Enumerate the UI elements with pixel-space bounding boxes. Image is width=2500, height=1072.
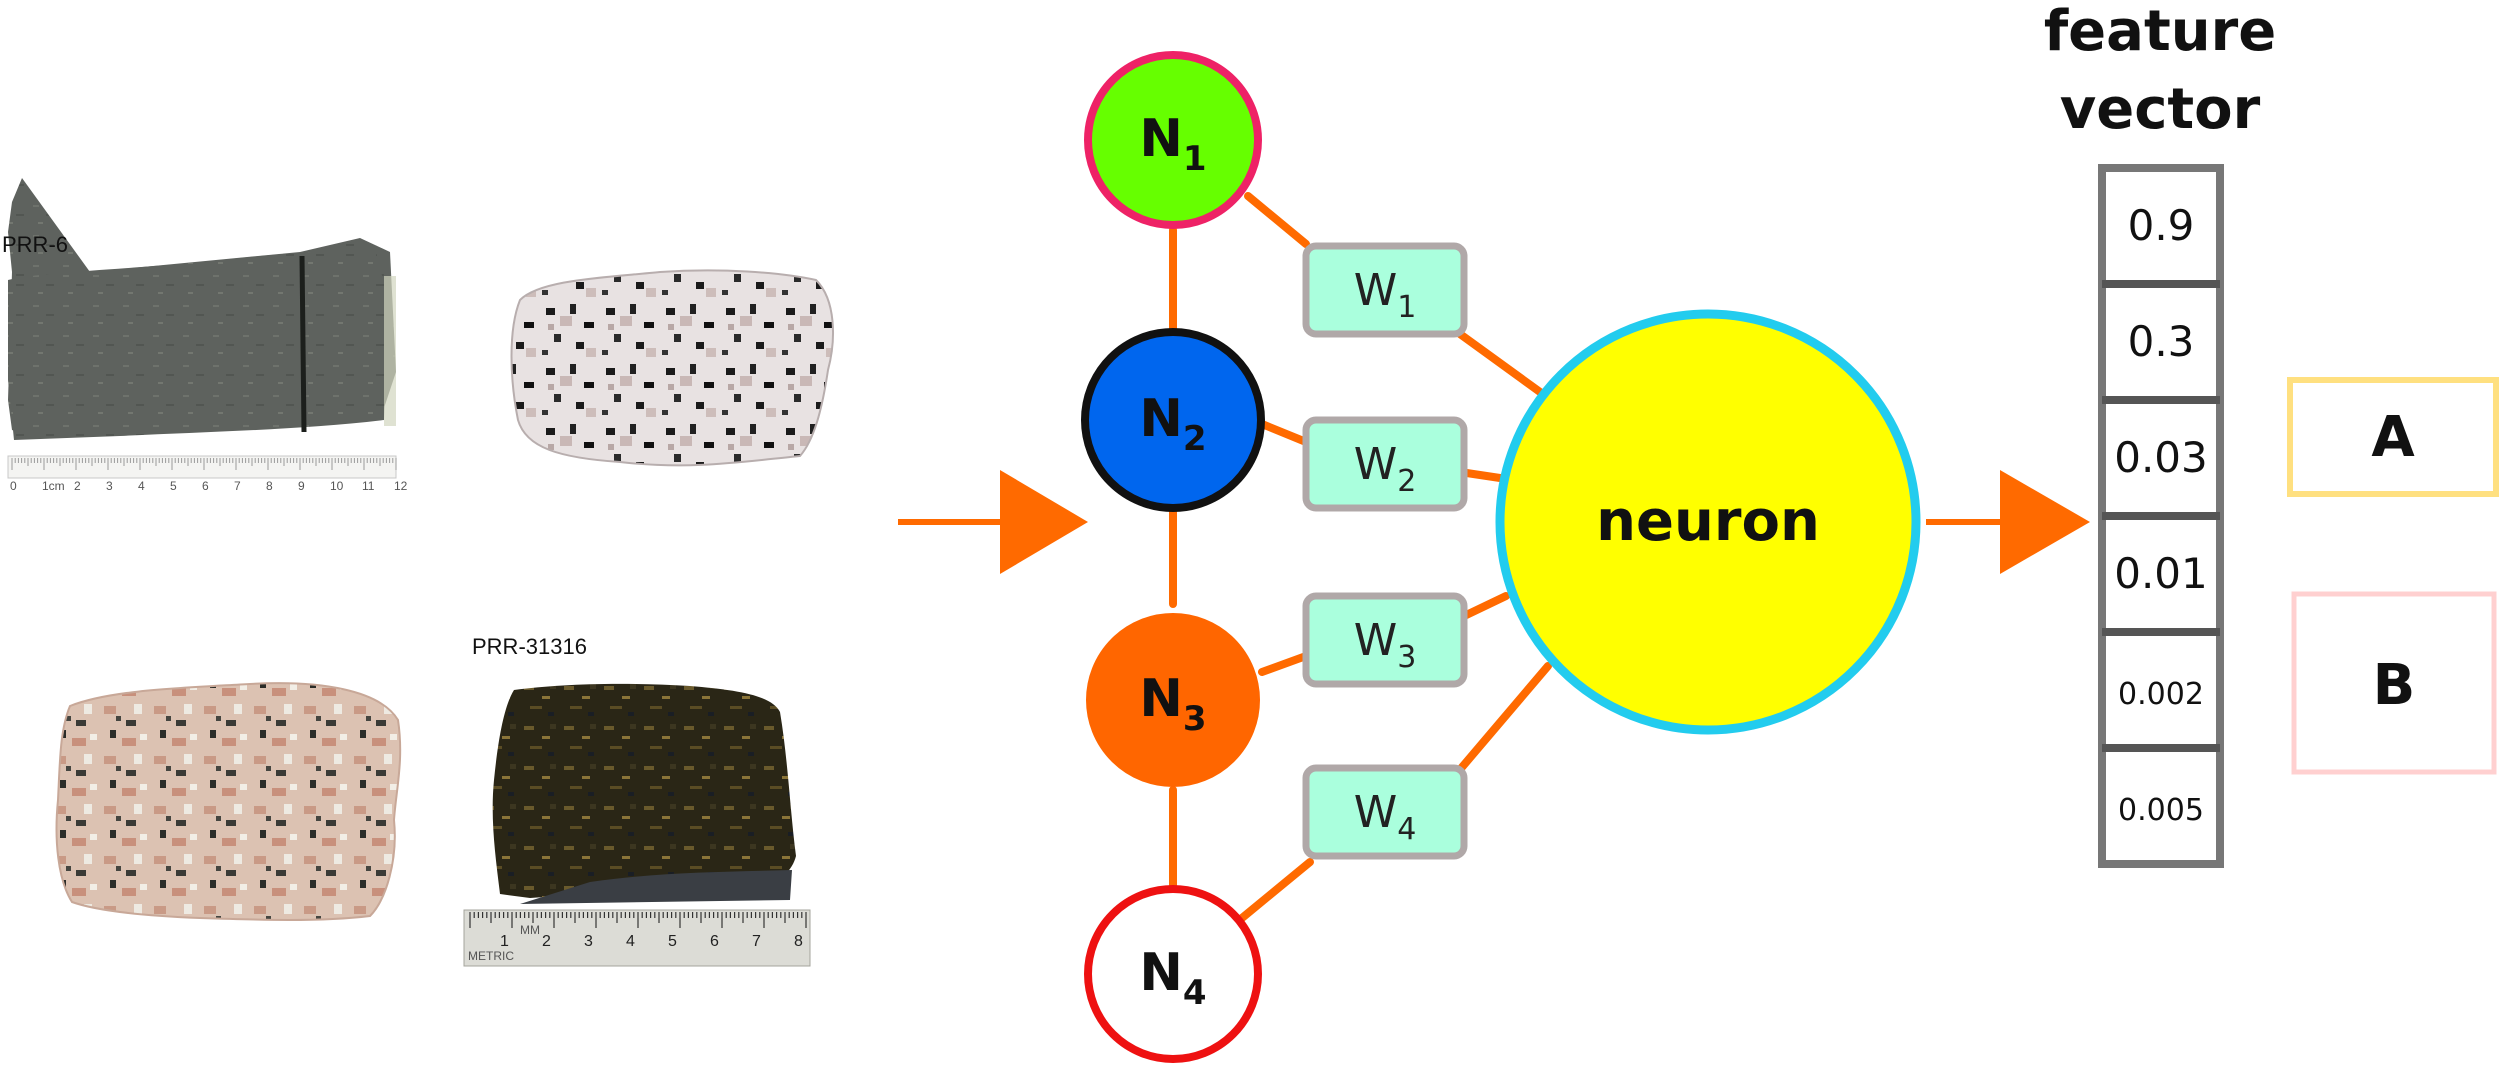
svg-text:W2: W2 — [1354, 439, 1417, 499]
weight-w1-base: W — [1354, 265, 1398, 316]
input-node-n1: N1 — [1084, 51, 1262, 229]
sample-label-prr-31316: PRR-31316 — [472, 634, 587, 659]
feature-vector-title-line1: feature — [2044, 0, 2276, 64]
weight-w2-sub: 2 — [1397, 464, 1416, 499]
weight-box-w3: W3 — [1302, 592, 1468, 688]
class-a-label: A — [2371, 405, 2415, 470]
ruler-number: 3 — [106, 479, 113, 493]
output-arrow — [1926, 470, 2090, 574]
ruler-number: 12 — [394, 479, 408, 493]
weight-w3-sub: 3 — [1397, 640, 1416, 675]
ruler-number: 1 — [500, 933, 509, 950]
node-n2-sub: 2 — [1183, 419, 1207, 459]
node-n3-sub: 3 — [1183, 699, 1207, 739]
node-n4-base: N — [1139, 943, 1183, 1003]
node-n2-base: N — [1139, 389, 1183, 449]
feature-vector-value: 0.9 — [2128, 201, 2195, 250]
node-n1-base: N — [1139, 109, 1183, 169]
ruler-number: 8 — [794, 933, 803, 950]
svg-text:W1: W1 — [1354, 265, 1417, 325]
ruler-number: 6 — [202, 479, 209, 493]
class-box-b: B — [2291, 591, 2497, 775]
svg-text:N4: N4 — [1139, 943, 1206, 1013]
ruler-number: 7 — [752, 933, 761, 950]
ruler-unit-label: 1cm — [42, 479, 65, 493]
ruler-number: 3 — [584, 933, 593, 950]
ruler-number: 0 — [10, 479, 17, 493]
input-node-n2: N2 — [1081, 328, 1265, 512]
feature-vector-value: 0.03 — [2114, 433, 2208, 482]
rock-sample-granite-pink — [55, 682, 402, 921]
node-n1-sub: 1 — [1183, 139, 1207, 179]
feature-vector-title: feature vector — [2044, 0, 2276, 142]
svg-text:N1: N1 — [1139, 109, 1206, 179]
weight-w4-sub: 4 — [1397, 812, 1416, 847]
svg-text:N2: N2 — [1139, 389, 1206, 459]
weight-box-w4: W4 — [1302, 764, 1468, 860]
feature-vector-value: 0.002 — [2118, 677, 2204, 712]
svg-text:W3: W3 — [1354, 615, 1417, 675]
ruler-number: 5 — [170, 479, 177, 493]
ruler-number: 10 — [330, 479, 344, 493]
weight-box-w2: W2 — [1302, 416, 1468, 512]
weight-w1-sub: 1 — [1397, 290, 1416, 325]
class-b-label: B — [2373, 653, 2416, 718]
connectors — [1169, 192, 1552, 922]
feature-vector-title-line2: vector — [2060, 77, 2261, 142]
node-n4-sub: 4 — [1183, 973, 1207, 1013]
ruler-number: 11 — [362, 479, 375, 493]
sample-label-prr-6: PRR-6 — [2, 232, 68, 257]
node-n3-base: N — [1139, 669, 1183, 729]
rock-sample-granite-white — [510, 269, 834, 467]
neuron-label: neuron — [1596, 489, 1820, 554]
weight-box-w1: W1 — [1302, 242, 1468, 338]
input-node-n3: N3 — [1086, 613, 1260, 787]
neuron: neuron — [1495, 309, 1921, 735]
feature-vector: 0.9 0.3 0.03 0.01 0.002 0.005 — [2098, 164, 2224, 868]
svg-text:N3: N3 — [1139, 669, 1206, 739]
ruler-mm-label: MM — [520, 923, 540, 937]
weight-w2-base: W — [1354, 439, 1398, 490]
ruler-cm: 0 2 3 4 5 6 7 8 9 10 11 12 1cm — [7, 455, 408, 493]
ruler-number: 6 — [710, 933, 719, 950]
feature-vector-value: 0.01 — [2114, 549, 2208, 598]
ruler-number: 9 — [298, 479, 305, 493]
ruler-number: 5 — [668, 933, 677, 950]
ruler-number: 4 — [138, 479, 145, 493]
rock-sample-dark — [492, 683, 796, 904]
ruler-number: 8 — [266, 479, 273, 493]
input-node-n4: N4 — [1084, 885, 1262, 1063]
feature-vector-value: 0.3 — [2128, 317, 2195, 366]
ruler-number: 2 — [74, 479, 81, 493]
weight-w3-base: W — [1354, 615, 1398, 666]
ruler-number: 2 — [542, 933, 551, 950]
input-arrow — [898, 470, 1088, 574]
ruler-number: 7 — [234, 479, 241, 493]
feature-vector-value: 0.005 — [2118, 793, 2204, 828]
rock-sample-slate — [8, 178, 396, 440]
ruler-metric-label: METRIC — [468, 949, 514, 963]
ruler-number: 4 — [626, 933, 635, 950]
ruler-metric: 1 2 3 4 5 6 7 8 MM METRIC — [463, 909, 811, 967]
class-box-a: A — [2287, 377, 2499, 497]
svg-text:W4: W4 — [1354, 787, 1417, 847]
weight-w4-base: W — [1354, 787, 1398, 838]
